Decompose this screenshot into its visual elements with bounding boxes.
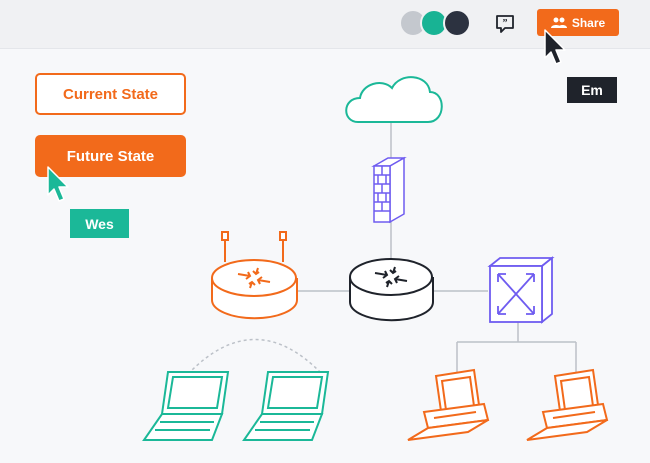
svg-text:”: ” [503,18,508,29]
share-button[interactable]: Share [537,9,619,36]
comment-icon: ” [496,15,514,33]
cloud-icon [345,76,443,123]
cursor-label-wes: Wes [70,209,129,238]
cursor-arrow-icon [544,29,566,65]
current-state-button[interactable]: Current State [35,73,186,115]
people-icon [550,17,567,28]
top-toolbar: ” Share [0,0,650,49]
laptop-icon [242,371,330,441]
router-icon [349,258,434,322]
wifi-router-icon [211,231,298,320]
share-button-label: Share [571,15,606,30]
switch-icon [487,256,555,324]
future-state-button[interactable]: Future State [35,135,186,177]
desktop-icon [526,368,609,441]
comment-button[interactable]: ” [493,12,517,36]
laptop-icon [142,371,230,441]
cursor-label-em: Em [567,77,617,103]
desktop-icon [407,368,490,441]
cursor-arrow-icon [47,166,69,202]
firewall-icon [371,156,407,224]
connection-lines [187,123,577,375]
avatar[interactable] [443,9,471,37]
